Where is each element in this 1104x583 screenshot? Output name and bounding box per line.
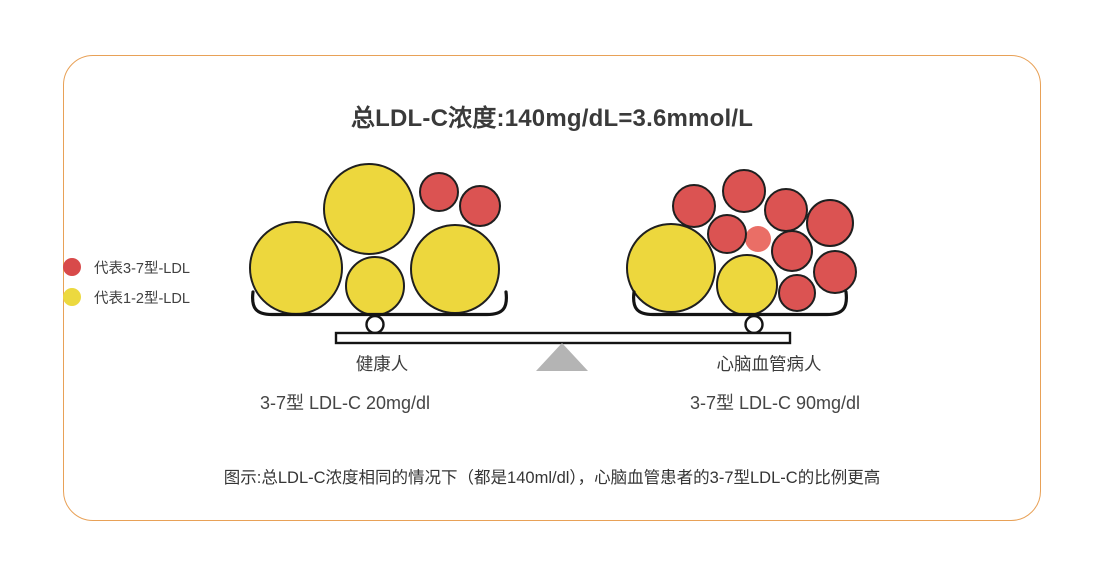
ldl-particle-red bbox=[419, 172, 459, 212]
right-pan-particles bbox=[626, 169, 857, 316]
ldl-particle-red bbox=[722, 169, 766, 213]
ldl-particle-red bbox=[707, 214, 747, 254]
ldl-particle-red bbox=[459, 185, 501, 227]
ldl-particle-red bbox=[806, 199, 854, 247]
balance-beam bbox=[334, 331, 792, 345]
ldl-particle-yellow bbox=[410, 224, 500, 314]
ldl-particle-red bbox=[672, 184, 716, 228]
right-group-label: 心脑血管病人 bbox=[716, 354, 822, 374]
left-pan bbox=[250, 290, 509, 317]
legend-label: 代表3-7型-LDL bbox=[94, 260, 190, 277]
right-pan-wheel bbox=[744, 314, 764, 335]
ldl-particle-yellow bbox=[323, 163, 415, 255]
ldl-particle-red bbox=[813, 250, 857, 294]
right-value-label: 3-7型 LDL-C 90mg/dl bbox=[689, 393, 861, 413]
fulcrum-triangle bbox=[536, 343, 588, 371]
left-pan-wheel bbox=[365, 314, 385, 335]
ldl-particle-yellow bbox=[249, 221, 343, 315]
ldl-particle-yellow bbox=[626, 223, 716, 313]
ldl-particle-yellow bbox=[716, 254, 778, 316]
legend: 代表3-7型-LDL 代表1-2型-LDL bbox=[63, 258, 190, 307]
ldl-particle-red_soft bbox=[745, 226, 771, 252]
ldl-particle-red bbox=[764, 188, 808, 232]
left-group-label: 健康人 bbox=[355, 354, 409, 374]
figure-caption: 图示:总LDL-C浓度相同的情况下（都是140ml/dl），心脑血管患者的3-7… bbox=[223, 469, 881, 487]
legend-label: 代表1-2型-LDL bbox=[94, 290, 190, 307]
red-dot-icon bbox=[63, 258, 81, 276]
ldl-particle-red bbox=[778, 274, 816, 312]
right-pan bbox=[631, 290, 849, 317]
ldl-particle-yellow bbox=[345, 256, 405, 316]
legend-item-1-2-ldl: 代表1-2型-LDL bbox=[63, 288, 190, 307]
legend-item-3-7-ldl: 代表3-7型-LDL bbox=[63, 258, 190, 277]
left-pan-particles bbox=[249, 163, 501, 316]
ldl-particle-red bbox=[771, 230, 813, 272]
left-value-label: 3-7型 LDL-C 20mg/dl bbox=[259, 393, 431, 413]
page-title: 总LDL-C浓度:140mg/dL=3.6mmol/L bbox=[350, 105, 754, 132]
rounded-border-frame bbox=[63, 55, 1041, 521]
yellow-dot-icon bbox=[63, 288, 81, 306]
